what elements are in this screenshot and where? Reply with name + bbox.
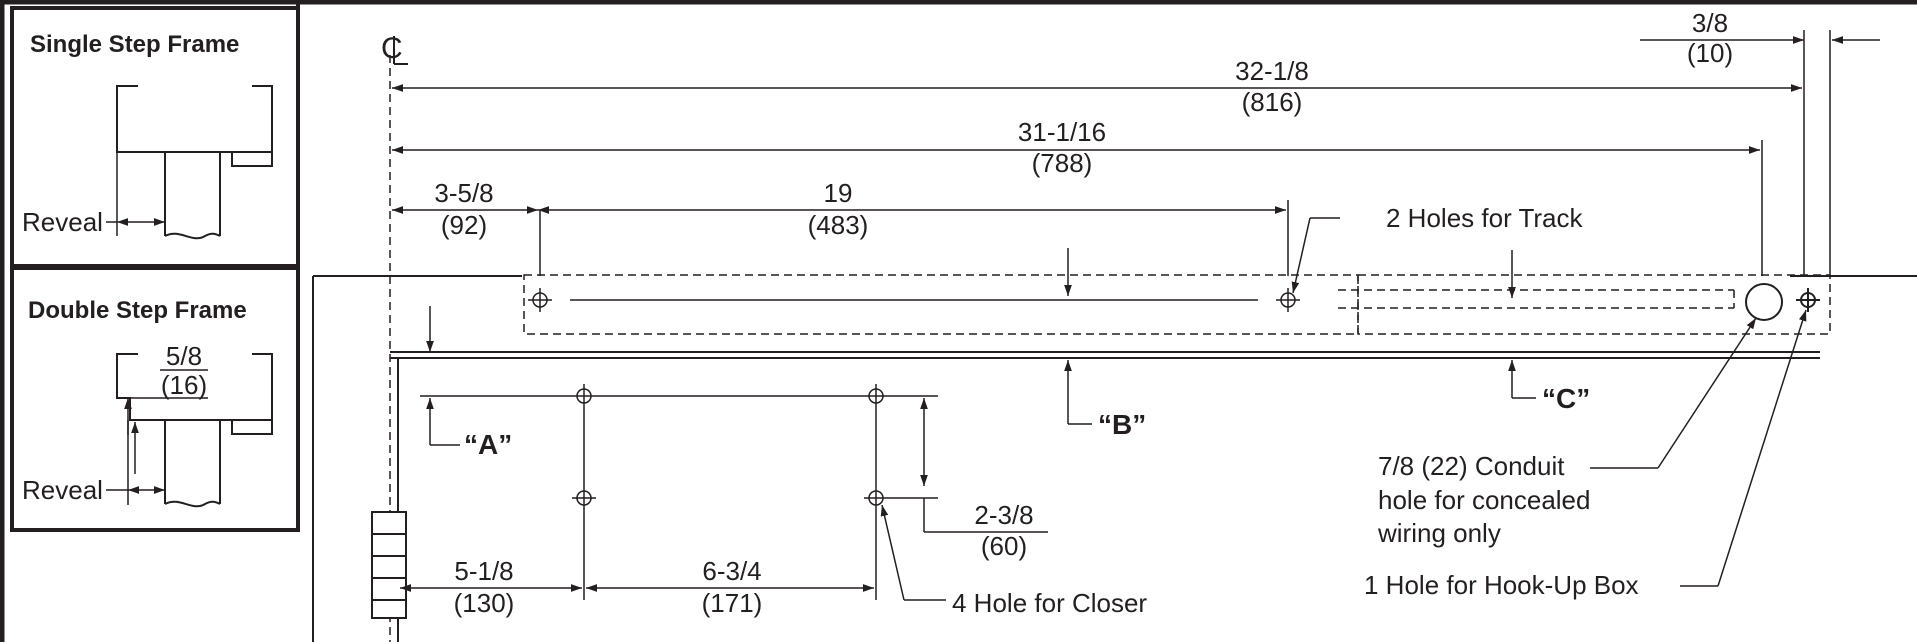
single-step-frame-panel: Single Step Frame Reveal [10,6,300,268]
conduit-label-line3: wiring only [1377,518,1501,548]
label-b: “B” [1098,409,1146,440]
dim-5-1-8-in: 5-1/8 [454,556,513,586]
closer-holes [420,384,938,600]
dim-5-1-8-mm: (130) [454,588,515,618]
dim-2-3-8-in: 2-3/8 [974,500,1033,530]
dimension-lines [392,36,1880,601]
callout-texts: 2 Holes for Track “A” “B” “C” 7/8 (22) C… [464,203,1639,618]
dim-32-1-8-mm: (816) [1242,87,1303,117]
centerline-symbol: C [381,32,403,65]
track-holes [528,288,1300,312]
double-step-frame-panel: Double Step Frame 5/8 (16) Reveal [10,266,300,532]
conduit-label-line1: 7/8 (22) Conduit [1378,451,1565,481]
centerline: C [381,32,408,642]
dim-31-1-16-mm: (788) [1032,148,1093,178]
dim-32-1-8-in: 32-1/8 [1235,56,1309,86]
conduit-label-line2: hole for concealed [1378,485,1590,515]
dim-3-5-8-mm: (92) [441,210,487,240]
single-step-reveal-label: Reveal [22,207,103,237]
label-c: “C” [1542,383,1590,414]
conduit-hole [1745,283,1820,321]
dim-3-5-8-in: 3-5/8 [434,178,493,208]
dim-19-mm: (483) [808,210,869,240]
door-frame [312,275,1917,642]
dim-6-3-4-mm: (171) [702,588,763,618]
track-holes-label: 2 Holes for Track [1386,203,1584,233]
closer-holes-label: 4 Hole for Closer [952,588,1147,618]
single-step-title: Single Step Frame [30,31,239,58]
hookup-box-label: 1 Hole for Hook-Up Box [1364,570,1639,600]
double-step-dim-mm: (16) [161,370,207,400]
hinge [371,511,407,619]
double-step-title: Double Step Frame [28,297,247,324]
dimension-texts: 3/8 (10) 32-1/8 (816) 31-1/16 (788) 3-5/… [434,8,1733,618]
dim-3-8-in: 3/8 [1692,8,1728,38]
dim-6-3-4-in: 6-3/4 [702,556,761,586]
dim-31-1-16-in: 31-1/16 [1018,117,1106,147]
double-step-dim-in: 5/8 [166,341,202,371]
dim-2-3-8-mm: (60) [981,531,1027,561]
track-outline [523,274,1831,335]
label-a: “A” [464,429,512,460]
dim-19-in: 19 [824,178,853,208]
dim-3-8-mm: (10) [1687,38,1733,68]
double-step-reveal-label: Reveal [22,475,103,505]
extension-lines [1287,30,1831,276]
